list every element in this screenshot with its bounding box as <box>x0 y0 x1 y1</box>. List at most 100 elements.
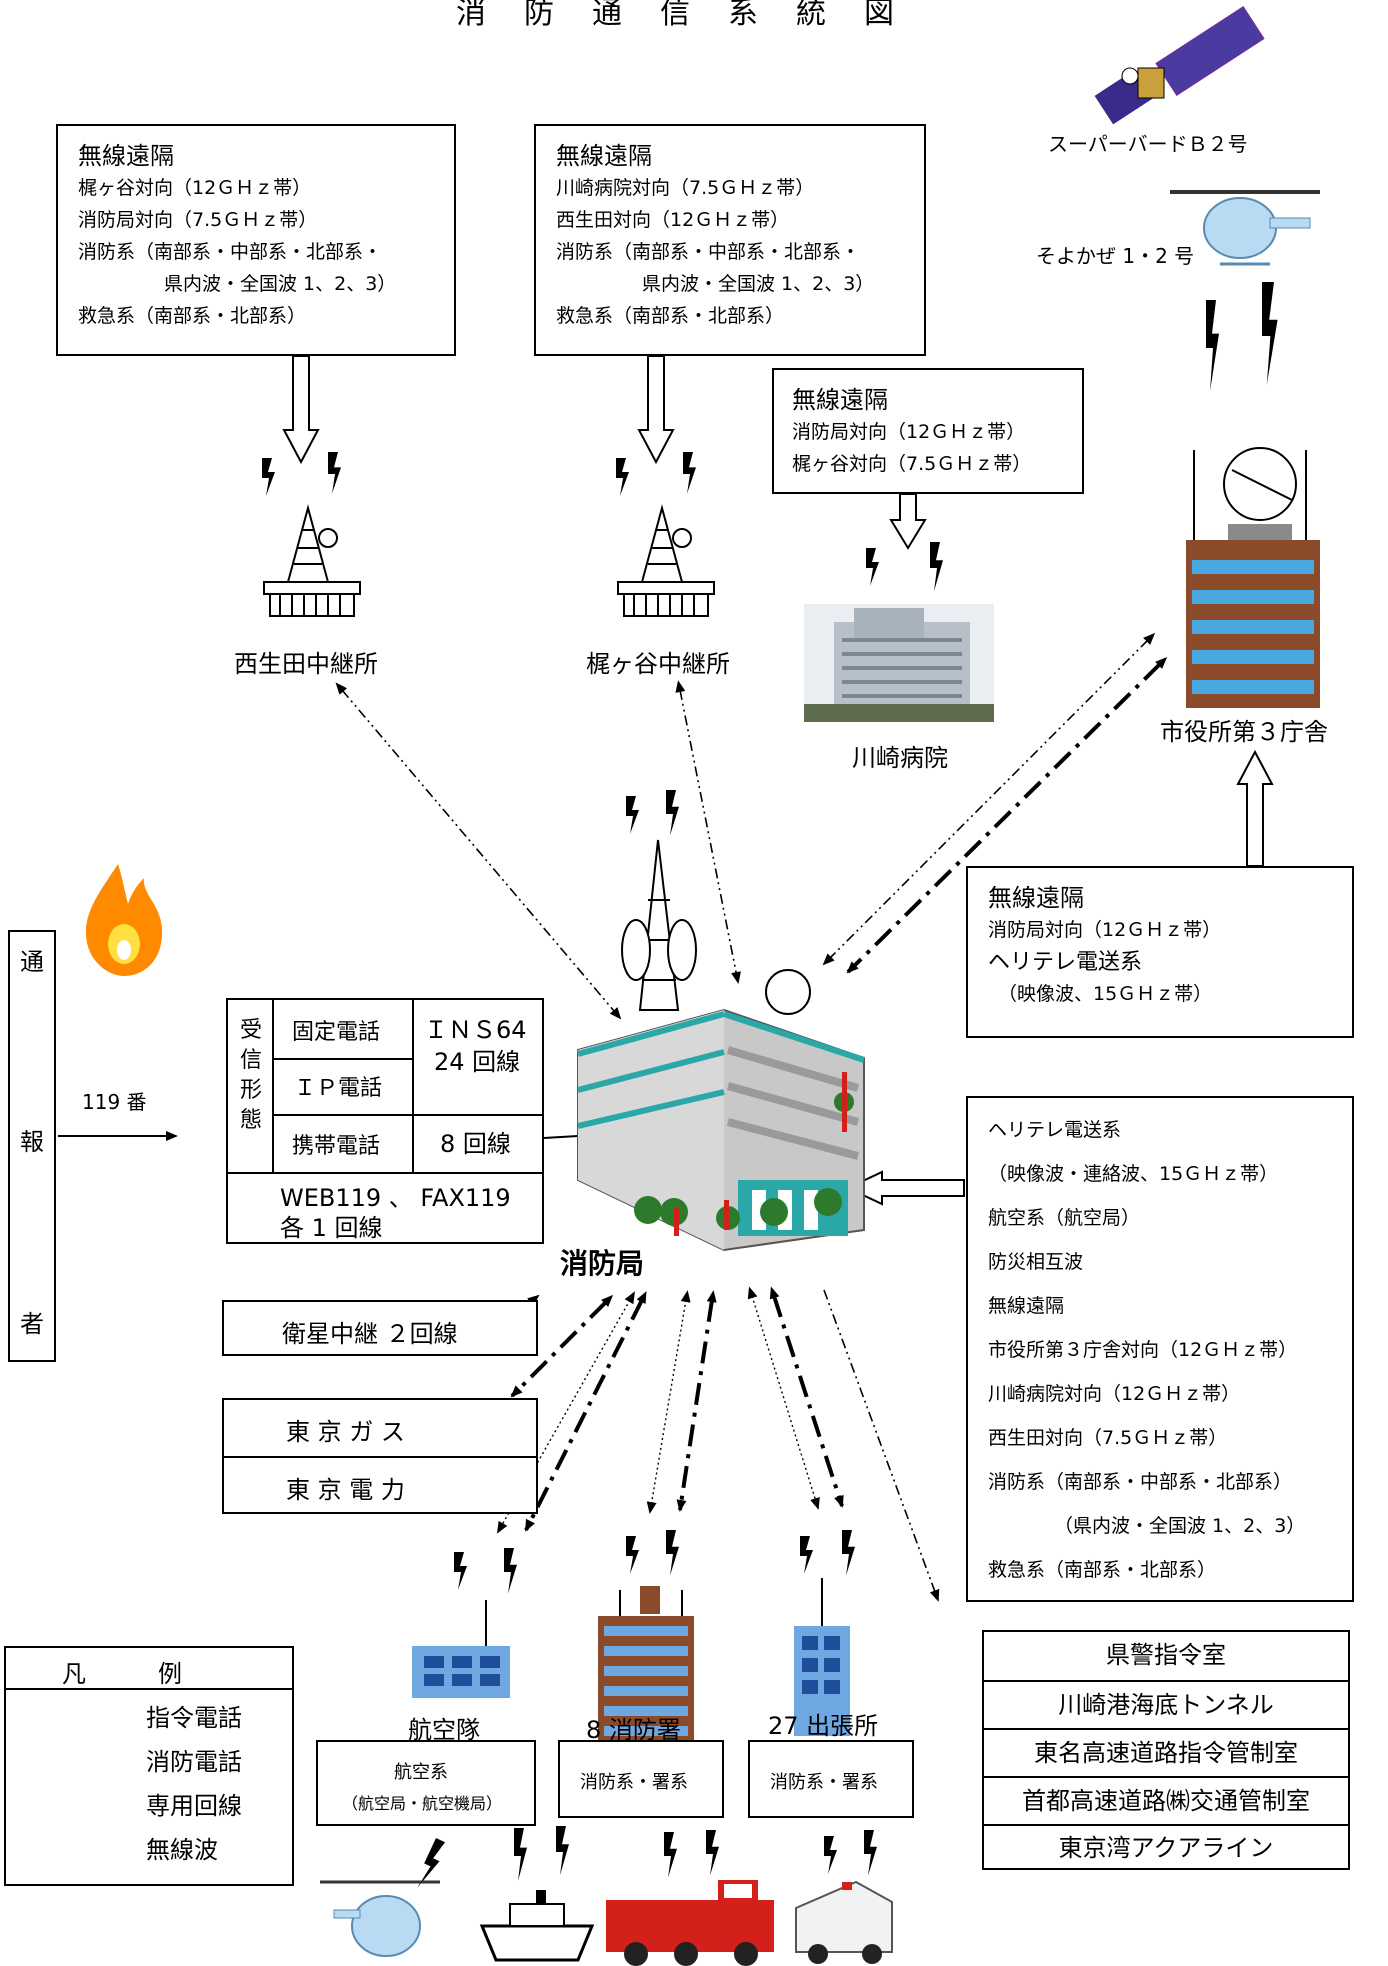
nishiikuta-label: 西生田中継所 <box>234 650 378 678</box>
caller-box: 通 報 者 <box>8 930 56 1362</box>
aviation-system-label: 航空系 <box>394 1762 448 1783</box>
line-hq-branch-fire <box>769 1286 844 1508</box>
branch-system-box: 消防系・署系 <box>748 1740 914 1818</box>
aviation-system-box: 航空系 （航空局・航空機局） <box>316 1740 536 1826</box>
fire-hq-label: 消防局 <box>560 1247 645 1280</box>
agency-row: 県警指令室 <box>1106 1641 1226 1669</box>
line-hq-station-fire <box>676 1290 717 1512</box>
box-line: ヘリテレ電送系 <box>988 1119 1122 1141</box>
kajigaya-remote-box: 無線遠隔 川崎病院対向（7.5ＧＨｚ帯） 西生田対向（12ＧＨｚ帯） 消防系（南… <box>534 124 926 356</box>
line-kajigaya-hq <box>675 680 741 984</box>
box-line: 救急系（南部系・北部系） <box>78 305 307 327</box>
caller-char: 通 <box>20 948 44 976</box>
ip-phone-label: ＩＰ電話 <box>294 1076 383 1101</box>
cityhall-remote-box: 無線遠隔 消防局対向（12ＧＨｚ帯） ヘリテレ電送系 （映像波、15ＧＨｚ帯） <box>966 866 1354 1038</box>
nishiikuta-remote-box: 無線遠隔 梶ヶ谷対向（12ＧＨｚ帯） 消防局対向（7.5ＧＨｚ帯） 消防系（南部… <box>56 124 456 356</box>
box-line: （県内波・全国波 1、2、3） <box>1054 1515 1306 1537</box>
box-line: 県内波・全国波 1、2、3） <box>642 273 875 295</box>
box-line: 市役所第３庁舎対向（12ＧＨｚ帯） <box>988 1339 1298 1361</box>
box-line: 川崎病院対向（12ＧＨｚ帯） <box>988 1383 1241 1405</box>
ambulance-icon <box>795 1880 893 1964</box>
mobile-lines-label: 8 回線 <box>440 1130 511 1158</box>
box-line: 消防系（南部系・中部系・北部系・ <box>556 241 861 263</box>
agency-row: 東京湾アクアライン <box>984 1824 1348 1872</box>
web-fax-label: WEB119 、 FAX119 <box>280 1184 511 1212</box>
fire-station-building-icon <box>598 1586 694 1744</box>
aviation-unit-label: 航空隊 <box>408 1716 480 1744</box>
box-line: 西生田対向（7.5ＧＨｚ帯） <box>988 1427 1228 1449</box>
tokyo-electric-label: 東 京 電 力 <box>286 1476 405 1504</box>
box-line: 航空系（航空局） <box>988 1207 1141 1229</box>
box-heading: 無線遠隔 <box>792 386 888 414</box>
page-title: 消防通信系統図 <box>456 0 932 31</box>
hollow-arrow-hospital <box>889 493 927 550</box>
fire-engine-icon <box>606 1880 774 1966</box>
helicopter-icon <box>1170 190 1320 266</box>
agency-row: 川崎港海底トンネル <box>984 1680 1348 1730</box>
cityhall-label: 市役所第３庁舎 <box>1160 718 1328 746</box>
box-line: （映像波、15ＧＨｚ帯） <box>998 983 1213 1005</box>
branch-building-icon <box>794 1578 850 1736</box>
satellite-label: スーパーバードＢ２号 <box>1048 132 1248 156</box>
aviation-building-icon <box>412 1600 510 1698</box>
hq-radio-box: ヘリテレ電送系 （映像波・連絡波、15ＧＨｚ帯） 航空系（航空局） 防災相互波 … <box>966 1096 1354 1602</box>
box-line: ヘリテレ電送系 <box>988 950 1143 975</box>
hospital-building-image <box>804 604 994 722</box>
ship-icon <box>479 1890 595 1962</box>
ins-lines-label: 24 回線 <box>434 1048 521 1076</box>
aviation-system-sub: （航空局・航空機局） <box>342 1794 503 1813</box>
satellite-relay-label: 衛星中継 ２回線 <box>282 1320 458 1348</box>
flame-icon <box>85 864 163 976</box>
line-hq-aviation-fire <box>524 1291 647 1532</box>
hollow-arrow-kajigaya <box>637 355 675 465</box>
branch-offices-label: 27 出張所 <box>768 1712 879 1740</box>
caller-char: 報 <box>20 1128 44 1156</box>
box-heading: 無線遠隔 <box>556 142 652 170</box>
box-line: 西生田対向（12ＧＨｚ帯） <box>556 209 790 231</box>
web-fax-lines-label: 各 1 回線 <box>280 1214 383 1242</box>
hospital-label: 川崎病院 <box>852 744 948 772</box>
hollow-arrow-cityhall <box>1236 749 1274 867</box>
satellite-relay-box: 衛星中継 ２回線 <box>222 1300 538 1356</box>
reception-table: 受信形態 固定電話 ＩＰ電話 携帯電話 ＩＮＳ64 24 回線 8 回線 WEB… <box>226 998 544 1244</box>
box-line: 防災相互波 <box>988 1251 1084 1273</box>
hollow-arrow-nishiikuta <box>282 355 320 465</box>
hollow-arrow-right-box <box>845 1170 965 1206</box>
emergency-number-label: 119 番 <box>82 1090 147 1114</box>
mobile-phone-label: 携帯電話 <box>292 1134 381 1159</box>
line-hq-branch-command <box>747 1286 820 1510</box>
caller-char: 者 <box>20 1310 44 1338</box>
box-line: 消防局対向（12ＧＨｚ帯） <box>792 421 1026 443</box>
branch-system-label: 消防系・署系 <box>770 1772 878 1793</box>
box-heading: 無線遠隔 <box>988 884 1084 912</box>
ins-label: ＩＮＳ64 <box>424 1016 527 1044</box>
line-hq-agencies <box>823 1289 940 1602</box>
box-heading: 無線遠隔 <box>78 142 174 170</box>
box-line: 梶ヶ谷対向（12ＧＨｚ帯） <box>78 177 312 199</box>
utilities-box: 東 京 ガ ス 東 京 電 力 <box>222 1398 538 1514</box>
legend-title: 凡 例 <box>62 1660 182 1688</box>
hospital-remote-box: 無線遠隔 消防局対向（12ＧＨｚ帯） 梶ヶ谷対向（7.5ＧＨｚ帯） <box>772 368 1084 494</box>
box-line: （映像波・連絡波、15ＧＨｚ帯） <box>988 1163 1279 1185</box>
kajigaya-label: 梶ヶ谷中継所 <box>586 650 730 678</box>
fixed-phone-label: 固定電話 <box>292 1020 381 1045</box>
box-line: 消防系（南部系・中部系・北部系・ <box>78 241 383 263</box>
helicopter-small-icon <box>320 1880 440 1957</box>
box-line: 消防局対向（7.5ＧＨｚ帯） <box>78 209 318 231</box>
box-line: 消防局対向（12ＧＨｚ帯） <box>988 919 1222 941</box>
legend-item: 専用回線 <box>146 1792 242 1820</box>
satellite-icon <box>1094 6 1265 125</box>
box-line: 消防系（南部系・中部系・北部系） <box>988 1471 1293 1493</box>
line-cityhall-hq-fire <box>846 656 1168 974</box>
reception-side-label: 受信形態 <box>240 1018 263 1133</box>
box-line: 梶ヶ谷対向（7.5ＧＨｚ帯） <box>792 453 1032 475</box>
box-line: 救急系（南部系・北部系） <box>988 1559 1217 1581</box>
legend-item: 無線波 <box>146 1836 218 1864</box>
tokyo-gas-label: 東 京 ガ ス <box>286 1418 405 1446</box>
legend-box: 凡 例 指令電話 消防電話 専用回線 無線波 <box>4 1646 294 1886</box>
helicopter-label: そよかぜ 1・2 号 <box>1036 244 1195 268</box>
cityhall-building-icon <box>1186 447 1320 708</box>
station-system-label: 消防系・署系 <box>580 1772 688 1793</box>
line-nishiikuta-hq <box>335 682 622 1020</box>
nishiikuta-tower-icon <box>263 504 361 617</box>
